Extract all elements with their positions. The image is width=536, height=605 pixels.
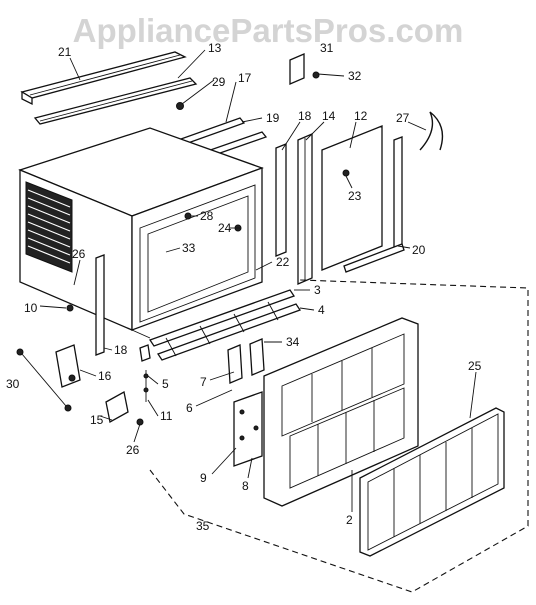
callout-7: 7	[200, 375, 207, 389]
callout-33: 33	[182, 241, 196, 255]
front-grille-part	[263, 317, 419, 507]
callout-14: 14	[322, 109, 336, 123]
callout-18-top: 18	[298, 109, 312, 123]
callout-24: 24	[218, 221, 232, 235]
callout-30: 30	[6, 377, 20, 391]
side-channel-parts	[95, 133, 313, 356]
louver-assembly	[139, 289, 302, 362]
front-assembly-outline	[149, 279, 529, 593]
callout-18-left: 18	[114, 343, 128, 357]
side-panel-part	[321, 125, 383, 271]
callout-16: 16	[98, 369, 112, 383]
callout-3: 3	[314, 283, 321, 297]
callout-13: 13	[208, 41, 222, 55]
callout-25: 25	[468, 359, 482, 373]
control-box-parts	[16, 304, 144, 426]
callout-32: 32	[348, 69, 362, 83]
callout-21: 21	[58, 45, 72, 59]
cabinet	[18, 127, 264, 339]
callout-28: 28	[200, 209, 214, 223]
callout-26-top: 26	[72, 247, 86, 261]
callout-12: 12	[354, 109, 368, 123]
leader-lines	[39, 49, 477, 512]
side-louver-grille	[25, 181, 73, 273]
callout-10: 10	[24, 301, 38, 315]
callout-5: 5	[162, 377, 169, 391]
callout-11: 11	[160, 409, 173, 423]
callout-4: 4	[318, 303, 325, 317]
callout-35: 35	[196, 519, 210, 533]
callout-22: 22	[276, 255, 290, 269]
callout-6: 6	[186, 401, 193, 415]
callout-27: 27	[396, 111, 410, 125]
callout-26-bottom: 26	[126, 443, 140, 457]
top-rail-part	[20, 51, 198, 125]
callout-20: 20	[412, 243, 426, 257]
callout-8: 8	[242, 479, 249, 493]
callout-2: 2	[346, 513, 353, 527]
callout-31: 31	[320, 41, 334, 55]
callout-34: 34	[286, 335, 300, 349]
callout-19: 19	[266, 111, 280, 125]
callout-23: 23	[348, 189, 362, 203]
callout-29: 29	[212, 75, 226, 89]
callout-labels: 21 13 31 32 29 17 19 27 18 14 12 23 28 2…	[6, 41, 482, 533]
air-filter-part	[359, 407, 505, 557]
side-frame-part	[343, 136, 405, 273]
filter-bracket-part	[233, 391, 263, 467]
small-brackets	[143, 338, 265, 402]
callout-17: 17	[238, 71, 252, 85]
callout-9: 9	[200, 471, 207, 485]
callout-15: 15	[90, 413, 104, 427]
